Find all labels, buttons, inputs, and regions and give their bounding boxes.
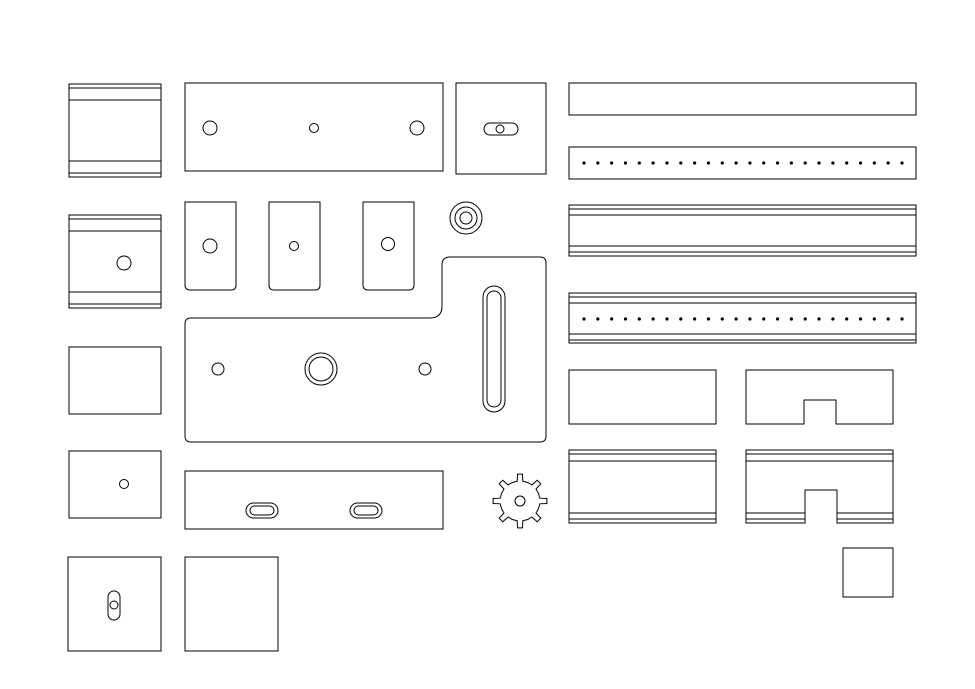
- gear: [493, 474, 547, 528]
- perforation-hole: [858, 317, 863, 321]
- long-channel-rail: [569, 205, 916, 256]
- perforation-hole: [872, 317, 876, 321]
- perforation-hole: [762, 317, 766, 321]
- perforation-hole: [845, 161, 849, 165]
- perforation-hole: [693, 161, 697, 165]
- perforation-hole: [706, 317, 711, 321]
- perforation-hole: [693, 317, 697, 321]
- perforation-hole: [775, 161, 780, 165]
- perforation-hole: [845, 317, 849, 321]
- perforation-hole: [762, 161, 766, 165]
- perforation-hole: [803, 317, 807, 321]
- perforation-hole: [679, 317, 683, 321]
- perforated-channel-rail: [569, 293, 916, 343]
- perforation-hole: [886, 317, 890, 321]
- notched-flat-plate: [746, 370, 893, 424]
- perforation-hole: [803, 161, 807, 165]
- square-plate-with-vertical-slot: [68, 557, 161, 651]
- perforation-hole: [582, 161, 586, 165]
- perforation-hole: [734, 161, 738, 165]
- perforation-hole: [582, 317, 586, 321]
- square-plate-with-small-hole: [69, 451, 161, 518]
- perforation-hole: [872, 161, 876, 165]
- perforation-hole: [734, 317, 738, 321]
- perforation-hole: [623, 161, 628, 165]
- medium-flat-plate: [569, 370, 716, 424]
- perforation-hole: [651, 317, 655, 321]
- perforation-hole: [858, 161, 863, 165]
- perforation-hole: [831, 161, 835, 165]
- perforation-hole: [623, 317, 628, 321]
- washer-ring: [450, 202, 482, 234]
- perforation-hole: [706, 161, 711, 165]
- perforation-hole: [665, 317, 669, 321]
- large-square-plate: [185, 557, 278, 651]
- perforation-hole: [748, 317, 752, 321]
- perforation-hole: [637, 317, 641, 321]
- tab-plate-large-hole: [185, 202, 236, 290]
- perforation-hole: [679, 161, 683, 165]
- bent-bracket-plain: [69, 84, 161, 177]
- perforation-hole: [637, 161, 641, 165]
- perforation-hole: [900, 161, 904, 165]
- notched-channel-plate: [746, 450, 893, 523]
- perforation-hole: [831, 317, 835, 321]
- medium-channel-plate: [569, 450, 716, 523]
- perforation-hole: [665, 161, 669, 165]
- perforation-hole: [596, 161, 600, 165]
- plain-square-plate: [69, 347, 161, 414]
- perforation-hole: [900, 317, 904, 321]
- tab-plate-small-hole: [269, 202, 320, 290]
- small-plate-with-horizontal-slot: [456, 83, 546, 174]
- perforation-hole: [775, 317, 780, 321]
- perforation-hole: [720, 317, 724, 321]
- perforation-hole: [596, 317, 600, 321]
- bent-bracket-with-hole: [69, 215, 161, 308]
- tab-plate-medium-hole: [363, 202, 414, 290]
- plate-with-two-slots: [185, 471, 443, 529]
- perforation-hole: [610, 317, 614, 321]
- perforation-hole: [886, 161, 890, 165]
- perforation-hole: [610, 161, 614, 165]
- perforation-hole: [789, 317, 793, 321]
- l-shaped-mounting-plate: [185, 257, 546, 442]
- long-plate-three-holes: [185, 83, 443, 171]
- perforated-strip: [569, 147, 916, 179]
- perforation-hole: [720, 161, 724, 165]
- perforation-hole: [651, 161, 655, 165]
- perforation-hole: [817, 161, 821, 165]
- small-square-plate: [843, 548, 893, 597]
- perforation-hole: [817, 317, 821, 321]
- long-flat-strip: [569, 83, 916, 115]
- perforation-hole: [748, 161, 752, 165]
- perforation-hole: [789, 161, 793, 165]
